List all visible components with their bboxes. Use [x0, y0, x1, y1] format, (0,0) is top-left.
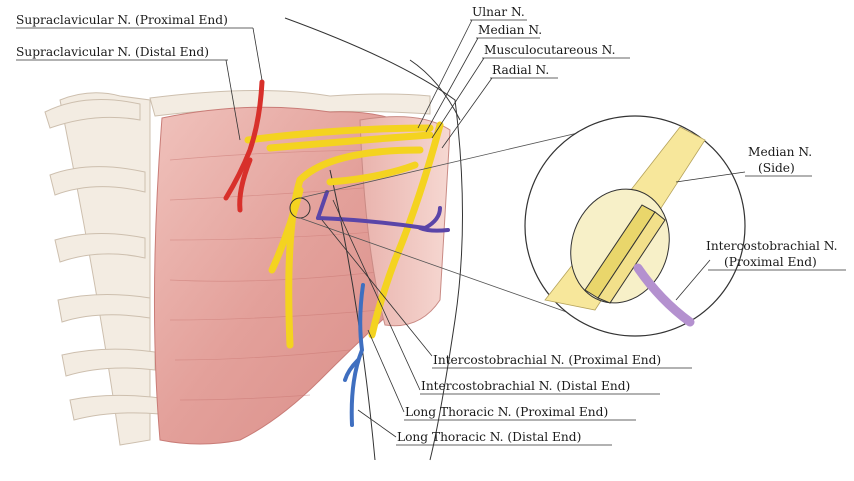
label-median: Median N. [478, 23, 542, 37]
label-radial: Radial N. [492, 63, 549, 77]
label-intercostobrachial-proximal: Intercostobrachial N. (Proximal End) [433, 353, 661, 367]
label-supraclavicular-proximal: Supraclavicular N. (Proximal End) [16, 13, 228, 27]
label-long-thoracic-proximal: Long Thoracic N. (Proximal End) [405, 405, 608, 419]
label-supraclavicular-distal: Supraclavicular N. (Distal End) [16, 45, 209, 59]
rib-cage [45, 93, 160, 445]
label-long-thoracic-distal: Long Thoracic N. (Distal End) [397, 430, 581, 444]
inset-magnifier [525, 116, 745, 336]
label-intercostobrachial-distal: Intercostobrachial N. (Distal End) [421, 379, 630, 393]
label-ulnar: Ulnar N. [472, 5, 525, 19]
label-median-side-2: (Side) [758, 161, 795, 175]
label-intercostobrachial-inset-2: (Proximal End) [724, 255, 817, 269]
sternum [60, 93, 150, 445]
label-musculocutaneous: Musculocutareous N. [484, 43, 615, 57]
label-intercostobrachial-inset-1: Intercostobrachial N. [706, 239, 838, 253]
label-median-side-1: Median N. [748, 145, 812, 159]
